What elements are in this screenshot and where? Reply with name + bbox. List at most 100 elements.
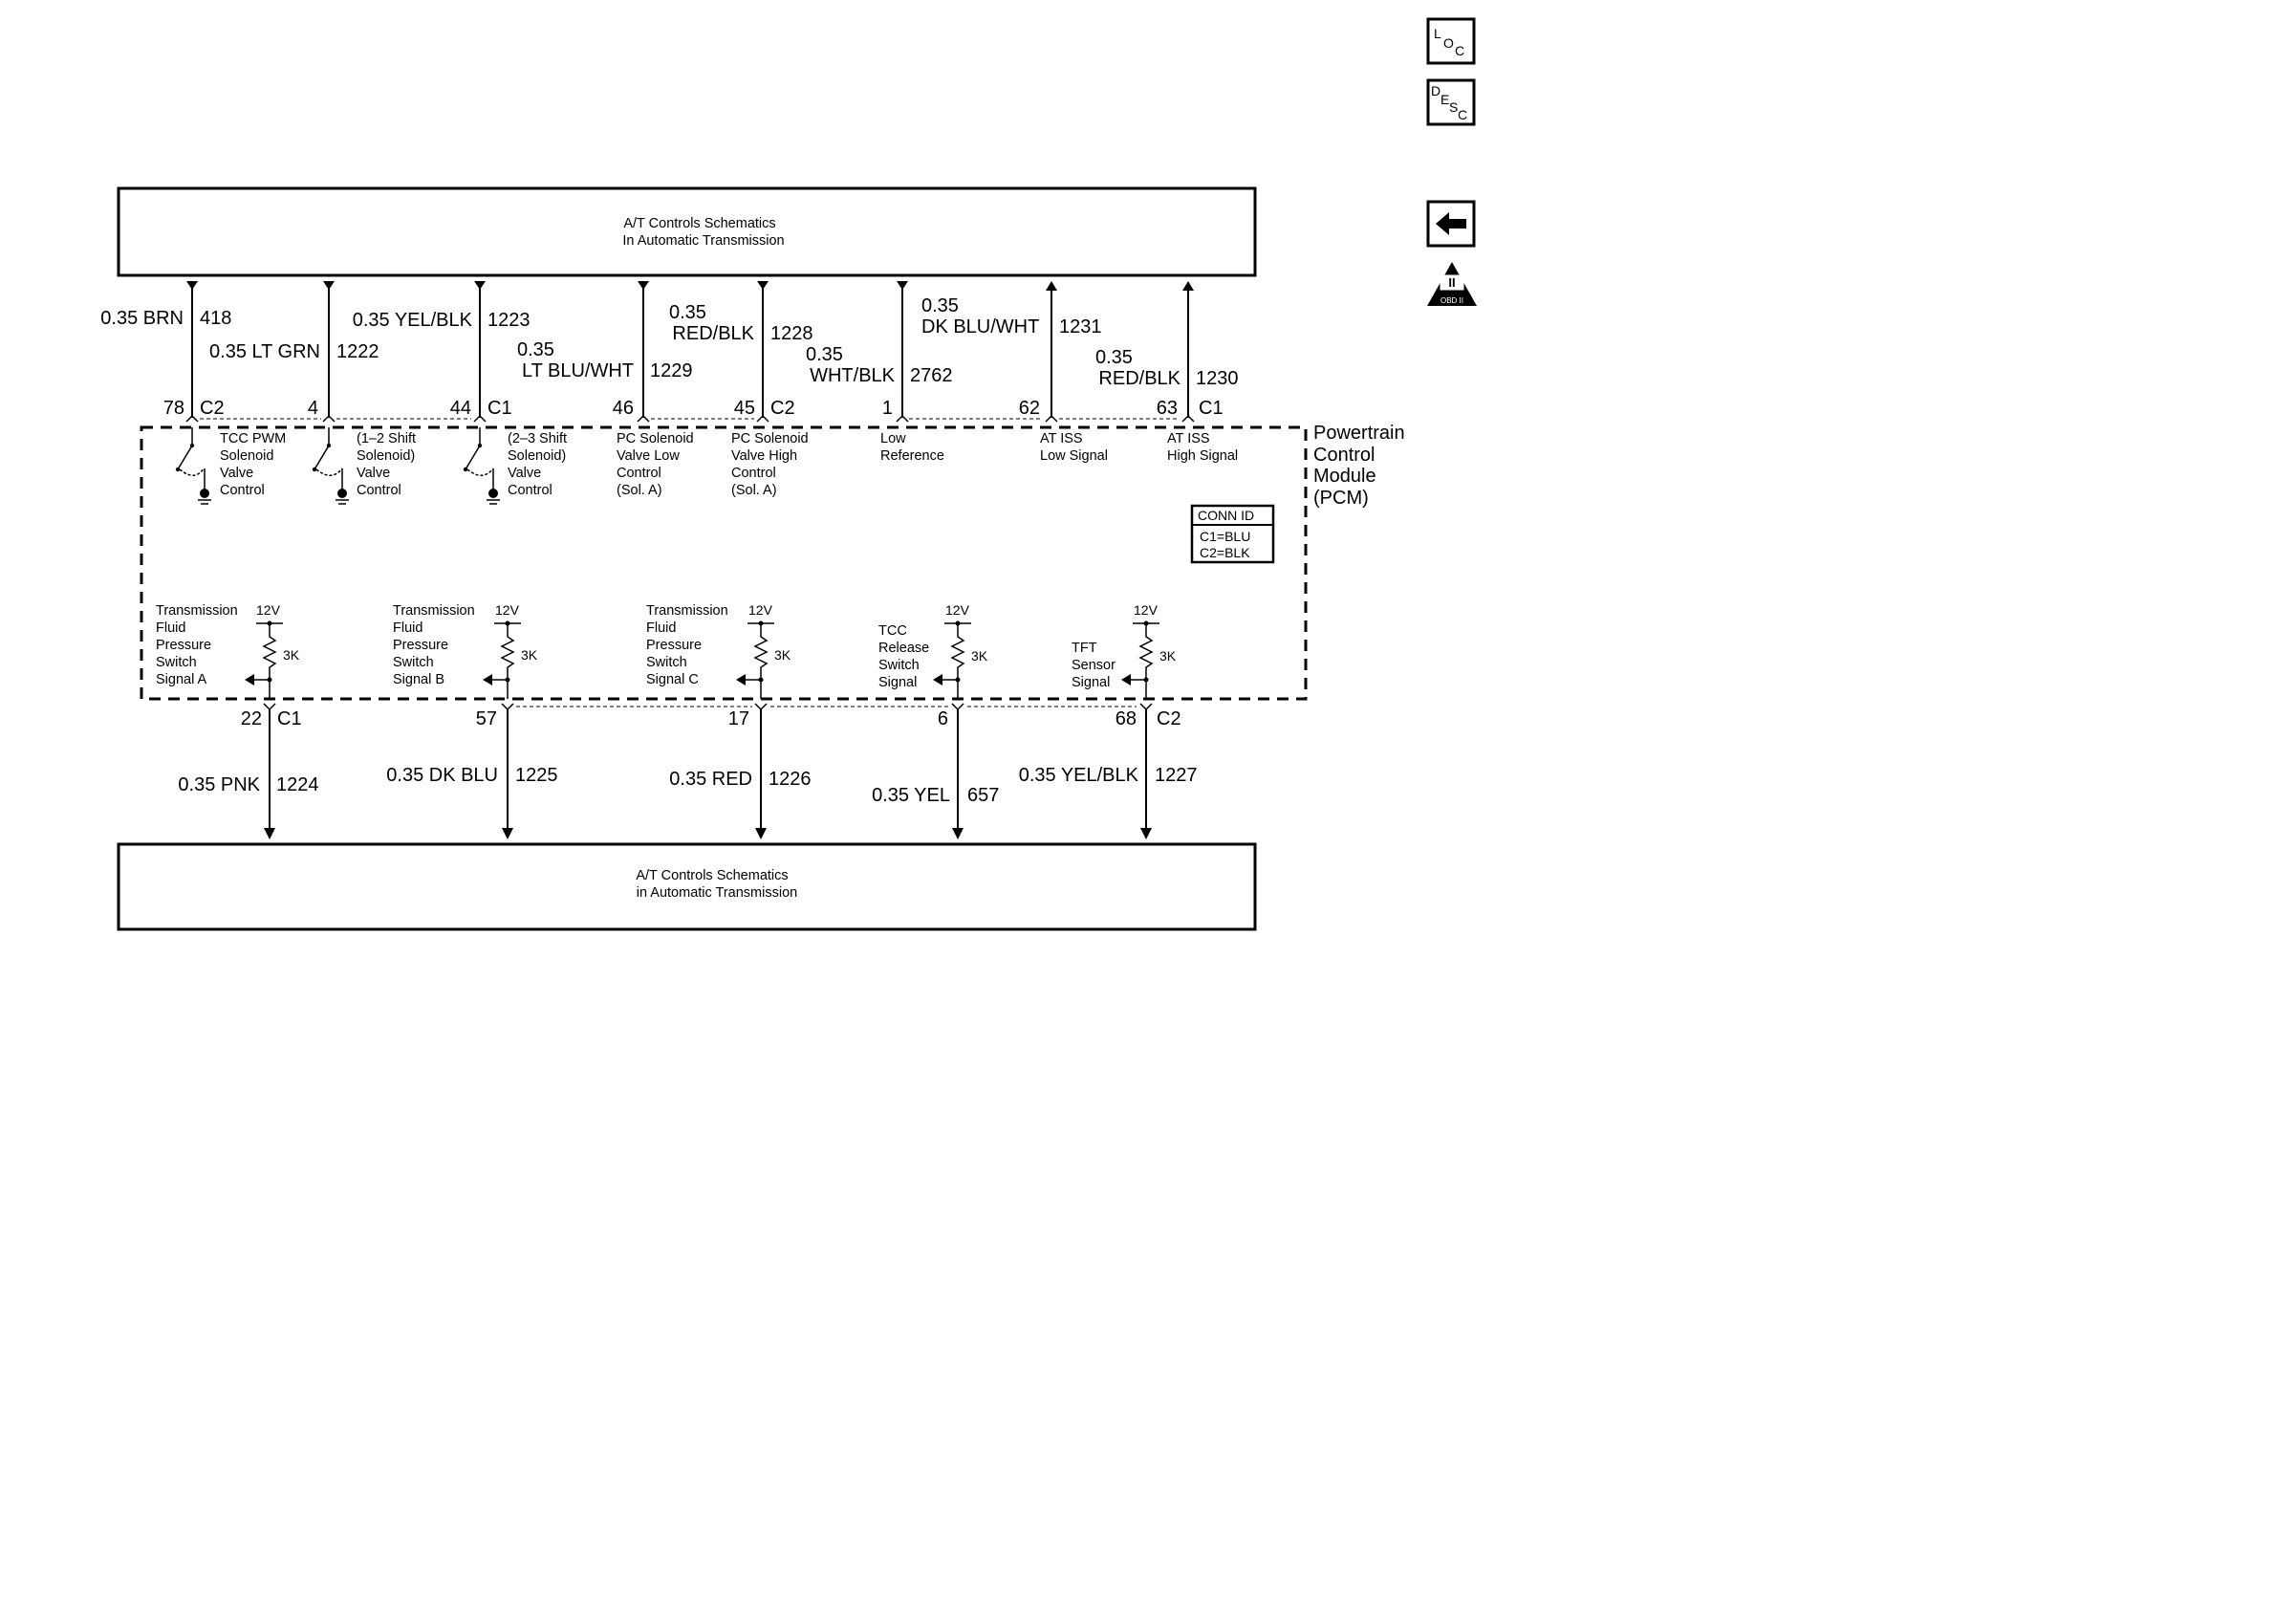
wire-color-657: 0.35 YEL [872, 785, 950, 806]
resistor-3k-657: 3K [971, 648, 988, 664]
resistor-3k-1226: 3K [774, 647, 791, 663]
resistor-3k-1227: 3K [1159, 648, 1177, 664]
pin-45: 45 [734, 398, 755, 419]
top-box-line2: In Automatic Transmission [622, 233, 784, 249]
pin-1: 1 [882, 398, 893, 419]
top-circuit-1228: 0.35 RED/BLK 1228 45 C2 PC Solenoid Valv… [669, 281, 813, 498]
wire-size-1228: 0.35 [669, 302, 706, 323]
bottom-box-line1: A/T Controls Schematics [636, 868, 788, 883]
wire-color-1224: 0.35 PNK [178, 774, 260, 795]
circuit-number-1225: 1225 [515, 765, 558, 786]
circuit-number-657: 657 [967, 785, 999, 806]
function-line-1229-1: PC Solenoid [617, 431, 694, 446]
function-line-1222-1: (1–2 Shift [357, 431, 416, 446]
function-line-1223-2: Solenoid) [508, 448, 566, 464]
top-circuit-1223: 0.35 YEL/BLK 1223 44 C1 (2–3 Shift Solen… [353, 281, 567, 505]
resistor-3k-1224: 3K [283, 647, 300, 663]
connector-c2-pin-68: C2 [1157, 708, 1181, 729]
conn-id-title: CONN ID [1198, 508, 1254, 523]
function-line-1226-5: Signal C [646, 672, 699, 687]
pcm-label-line3: Module [1313, 466, 1376, 487]
function-line-1225-5: Signal B [393, 672, 444, 687]
function-line-1227-2: Sensor [1072, 658, 1116, 673]
top-component-box: A/T Controls Schematics In Automatic Tra… [117, 186, 1257, 277]
function-line-1226-4: Switch [646, 655, 687, 670]
top-circuit-418: 0.35 BRN 418 78 C2 TCC PWM Solenoid Valv… [100, 281, 286, 505]
top-circuit-1230: 0.35 RED/BLK 1230 63 C1 AT ISS High Sign… [1095, 281, 1239, 464]
function-line-1223-1: (2–3 Shift [508, 431, 567, 446]
function-line-1222-4: Control [357, 483, 401, 498]
desc-letter-c: C [1458, 107, 1467, 122]
supply-12v-1224: 12V [256, 602, 281, 618]
function-line-1223-4: Control [508, 483, 552, 498]
pcm-label-line4: (PCM) [1313, 488, 1369, 509]
back-arrow-icon[interactable] [1426, 200, 1476, 248]
wire-size-1230: 0.35 [1095, 347, 1133, 368]
circuit-number-1222: 1222 [336, 341, 379, 362]
function-line-1230-1: AT ISS [1167, 431, 1210, 446]
function-line-657-1: TCC [878, 623, 907, 639]
wire-size-1231: 0.35 [921, 295, 959, 316]
function-line-1224-1: Transmission [156, 603, 238, 619]
function-line-1225-2: Fluid [393, 620, 422, 636]
resistor-3k-1225: 3K [521, 647, 538, 663]
circuit-number-1223: 1223 [487, 310, 531, 331]
function-line-1225-1: Transmission [393, 603, 475, 619]
bottom-box-line2: in Automatic Transmission [637, 885, 797, 901]
conn-id-table: CONN ID C1=BLU C2=BLK [1190, 504, 1275, 564]
top-box-line1: A/T Controls Schematics [623, 216, 775, 231]
function-line-1224-5: Signal A [156, 672, 207, 687]
connector-links [200, 418, 1180, 707]
obd-ii-icon[interactable]: II OBD II [1427, 262, 1477, 306]
function-line-1228-3: Control [731, 466, 776, 481]
tcc-pwm-driver-switch [175, 427, 211, 505]
shift-1-2-driver-switch [312, 427, 349, 505]
pin-46: 46 [613, 398, 634, 419]
bottom-circuit-1227: 12V 3K TFT Sensor Signal 68 C2 0.35 YEL/… [1019, 602, 1198, 839]
pin-68: 68 [1116, 708, 1137, 729]
function-line-2762-2: Reference [880, 448, 944, 464]
pin-44: 44 [450, 398, 471, 419]
wire-size-2762: 0.35 [806, 344, 843, 365]
function-line-1229-4: (Sol. A) [617, 483, 662, 498]
connector-c2-pin-78: C2 [200, 398, 225, 419]
function-line-1230-2: High Signal [1167, 448, 1238, 464]
circuit-number-1229: 1229 [650, 360, 693, 381]
loc-letter-l: L [1434, 26, 1441, 41]
circuit-number-418: 418 [200, 308, 231, 329]
function-line-418-2: Solenoid [220, 448, 273, 464]
loc-icon[interactable]: L O C [1426, 17, 1476, 65]
wire-color-1230: RED/BLK [1098, 368, 1180, 389]
function-line-1227-3: Signal [1072, 675, 1110, 690]
function-line-1228-2: Valve High [731, 448, 797, 464]
function-line-657-2: Release [878, 641, 929, 656]
bottom-circuit-657: 12V 3K TCC Release Switch Signal 6 0.35 … [872, 602, 999, 839]
circuit-number-1227: 1227 [1155, 765, 1198, 786]
supply-12v-1226: 12V [748, 602, 773, 618]
function-line-1224-2: Fluid [156, 620, 185, 636]
loc-letter-c: C [1455, 43, 1464, 58]
desc-letter-e: E [1440, 92, 1449, 107]
function-line-1227-1: TFT [1072, 641, 1097, 656]
wire-color-1227: 0.35 YEL/BLK [1019, 765, 1139, 786]
desc-letter-s: S [1449, 99, 1458, 115]
desc-icon[interactable]: D E S C [1426, 78, 1476, 126]
top-circuit-1222: 0.35 LT GRN 1222 4 (1–2 Shift Solenoid) … [209, 281, 416, 505]
desc-letter-d: D [1431, 83, 1440, 98]
function-line-1223-3: Valve [508, 466, 541, 481]
supply-12v-1227: 12V [1134, 602, 1159, 618]
function-line-1229-3: Control [617, 466, 661, 481]
pin-78: 78 [163, 398, 184, 419]
conn-id-c1: C1=BLU [1200, 529, 1250, 544]
circuit-number-2762: 2762 [910, 365, 953, 386]
loc-letter-o: O [1443, 35, 1454, 51]
function-line-418-1: TCC PWM [220, 431, 286, 446]
wiring-schematic: L O C D E S C II OBD II A/T Controls Sch… [100, 17, 1477, 931]
function-line-657-4: Signal [878, 675, 917, 690]
pin-17: 17 [728, 708, 749, 729]
bottom-component-box: A/T Controls Schematics in Automatic Tra… [117, 842, 1257, 931]
connector-c1-pin-63: C1 [1199, 398, 1224, 419]
pin-4: 4 [308, 398, 318, 419]
circuit-number-1230: 1230 [1196, 368, 1239, 389]
obd-caption: OBD II [1440, 296, 1463, 305]
